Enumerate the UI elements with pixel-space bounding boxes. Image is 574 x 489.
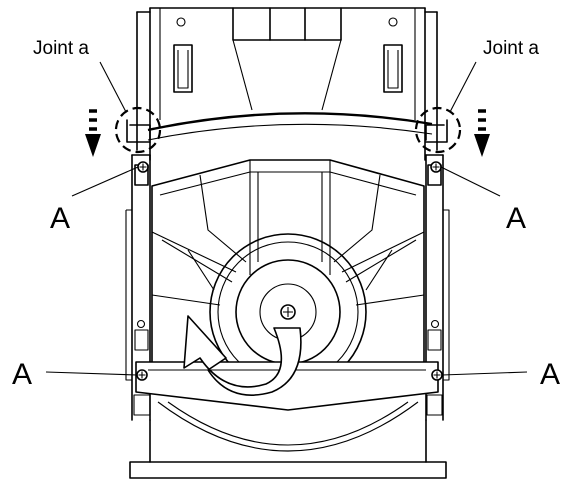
joint-label-left: Joint a	[33, 38, 89, 59]
chassis-frame	[136, 7, 438, 161]
screw-icon	[431, 369, 443, 381]
tray-body	[125, 112, 450, 479]
screw-label-lower-left: A	[12, 358, 32, 391]
screw-label-upper-left: A	[50, 202, 70, 235]
screw-icon	[136, 369, 148, 381]
joint-marker-left	[114, 106, 162, 154]
curved-arrow-icon	[183, 315, 302, 396]
joint-label-right: Joint a	[483, 38, 539, 59]
screw-label-upper-right: A	[506, 202, 526, 235]
screw-icon	[137, 161, 149, 173]
dashed-down-arrow-icon	[474, 109, 490, 157]
screw-label-lower-right: A	[540, 358, 560, 391]
spindle-hub	[209, 233, 367, 391]
screw-icon	[430, 161, 442, 173]
leader-lines	[45, 61, 528, 376]
joint-marker-right	[414, 106, 462, 154]
dashed-down-arrow-icon	[85, 109, 101, 157]
